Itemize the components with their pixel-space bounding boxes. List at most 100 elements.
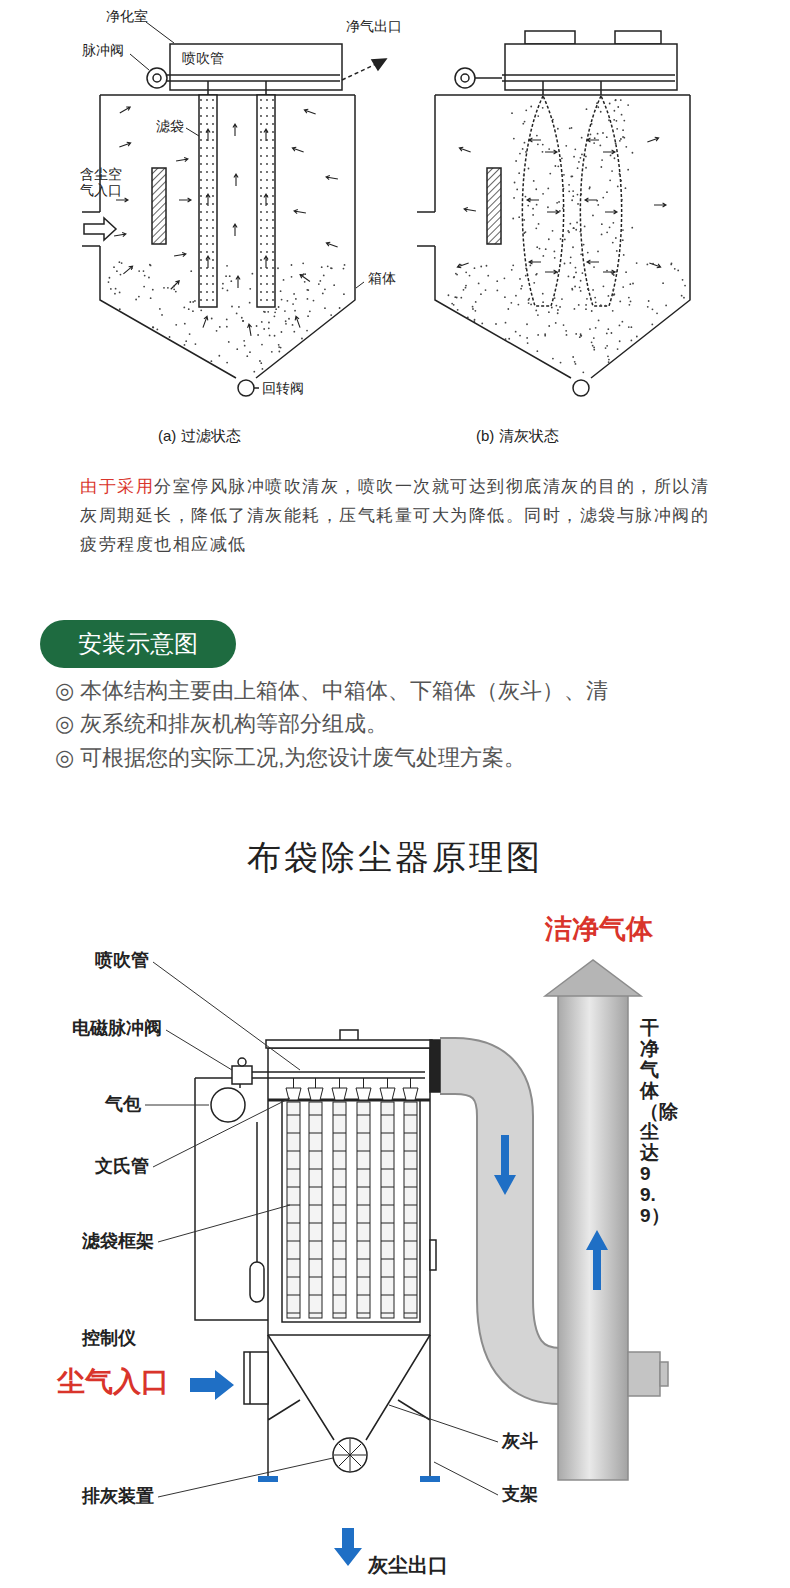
dust-dot xyxy=(557,165,559,167)
dust-dot xyxy=(175,291,177,293)
dust-dot xyxy=(521,285,523,287)
airflow-arrow xyxy=(587,260,599,264)
dust-dot xyxy=(589,328,591,330)
dust-dot xyxy=(617,348,619,350)
airflow-arrow xyxy=(233,224,237,236)
dust-dot xyxy=(324,307,326,309)
leader-line xyxy=(145,962,498,1497)
filter-bag xyxy=(199,95,217,307)
dust-dot xyxy=(623,254,625,256)
dust-dot xyxy=(323,275,325,277)
dust-dot xyxy=(271,351,273,353)
dust-dot xyxy=(575,333,577,335)
dust-dot xyxy=(580,335,582,337)
baghouse-schematic xyxy=(145,960,668,1566)
dust-dot xyxy=(623,120,625,122)
inflated-bag xyxy=(522,96,563,306)
dust-dot xyxy=(625,187,627,189)
outlet-arrow xyxy=(334,1528,362,1566)
dust-dot xyxy=(612,310,614,312)
dust-stipple xyxy=(448,99,686,373)
airflow-arrow xyxy=(176,158,188,162)
dust-dot xyxy=(138,296,140,298)
inlet-duct xyxy=(417,212,435,246)
dust-dot xyxy=(121,262,123,264)
dust-dot xyxy=(533,282,535,284)
dust-dot xyxy=(555,305,557,307)
dust-dot xyxy=(636,336,638,338)
dust-dot xyxy=(620,138,622,140)
dust-dot xyxy=(648,300,650,302)
filter-bag xyxy=(287,1102,300,1318)
dust-dot xyxy=(256,325,258,327)
dust-dot xyxy=(519,335,521,337)
pulse-valve-core xyxy=(461,74,469,82)
dust-dot xyxy=(525,109,527,111)
flow-arrow xyxy=(586,1230,608,1290)
dust-dot xyxy=(249,302,251,304)
dust-dot xyxy=(514,182,516,184)
lid xyxy=(266,1040,432,1048)
dust-dot xyxy=(563,188,565,190)
dust-dot xyxy=(261,344,263,346)
dust-dot xyxy=(595,301,597,303)
dust-dot xyxy=(617,106,619,108)
dust-dot xyxy=(593,347,595,349)
dust-dot xyxy=(119,291,121,293)
dust-dot xyxy=(537,143,539,145)
dust-dot xyxy=(472,308,474,310)
dust-dot xyxy=(569,262,571,264)
dust-dot xyxy=(173,286,175,288)
dust-dot xyxy=(481,323,483,325)
part-label: 喷吹管 xyxy=(182,50,224,66)
dust-dot xyxy=(573,227,575,229)
dust-dot xyxy=(495,323,497,325)
airflow-arrow xyxy=(206,256,210,268)
valve-stem xyxy=(475,77,502,79)
filter-bag xyxy=(308,1078,323,1318)
dust-dot xyxy=(593,266,595,268)
dust-dot xyxy=(617,185,619,187)
dust-dot xyxy=(274,311,276,313)
dust-dot xyxy=(600,304,602,306)
dust-dot xyxy=(574,308,576,310)
dust-dot xyxy=(620,99,622,101)
filter-bag xyxy=(315,1078,316,1088)
airflow-arrow xyxy=(114,233,126,237)
heading-pill: 安装示意图 xyxy=(40,620,236,668)
dust-dot xyxy=(612,222,614,224)
lid-handle xyxy=(340,1030,358,1040)
dust-dot xyxy=(652,263,654,265)
dust-dot xyxy=(651,323,653,325)
dust-dot xyxy=(230,280,232,282)
dust-dot xyxy=(542,144,544,146)
dust-dot xyxy=(119,308,121,310)
dust-dot xyxy=(478,282,480,284)
dust-dot xyxy=(569,127,571,129)
dust-dot xyxy=(144,275,146,277)
dust-dot xyxy=(460,297,462,299)
dust-dot xyxy=(302,262,304,264)
paragraph-text: 由于采用 xyxy=(80,477,154,496)
housing-outline xyxy=(100,95,355,378)
dust-dot xyxy=(525,267,527,269)
dust-dot xyxy=(573,277,575,279)
dust-dot xyxy=(600,111,602,113)
dust-dot xyxy=(518,172,520,174)
dust-dot xyxy=(505,322,507,324)
dust-dot xyxy=(577,203,579,205)
dust-dot xyxy=(322,292,324,294)
dust-dot xyxy=(552,358,554,360)
dust-dot xyxy=(568,275,570,277)
dust-dot xyxy=(242,320,244,322)
dust-dot xyxy=(578,304,580,306)
airflow-arrow xyxy=(605,210,617,214)
description-paragraph: 由于采用分室停风脉冲喷吹清灰，喷吹一次就可达到彻底清灰的目的，所以清灰周期延长，… xyxy=(80,472,720,559)
dust-dot xyxy=(662,282,664,284)
dust-dot xyxy=(149,264,151,266)
dust-dot xyxy=(524,142,526,144)
dust-dot xyxy=(547,188,549,190)
bullet-text: ◎ 灰系统和排灰机构等部分组成。 xyxy=(55,711,388,736)
blow-pipe xyxy=(167,75,340,95)
filter-bag xyxy=(339,1078,340,1088)
